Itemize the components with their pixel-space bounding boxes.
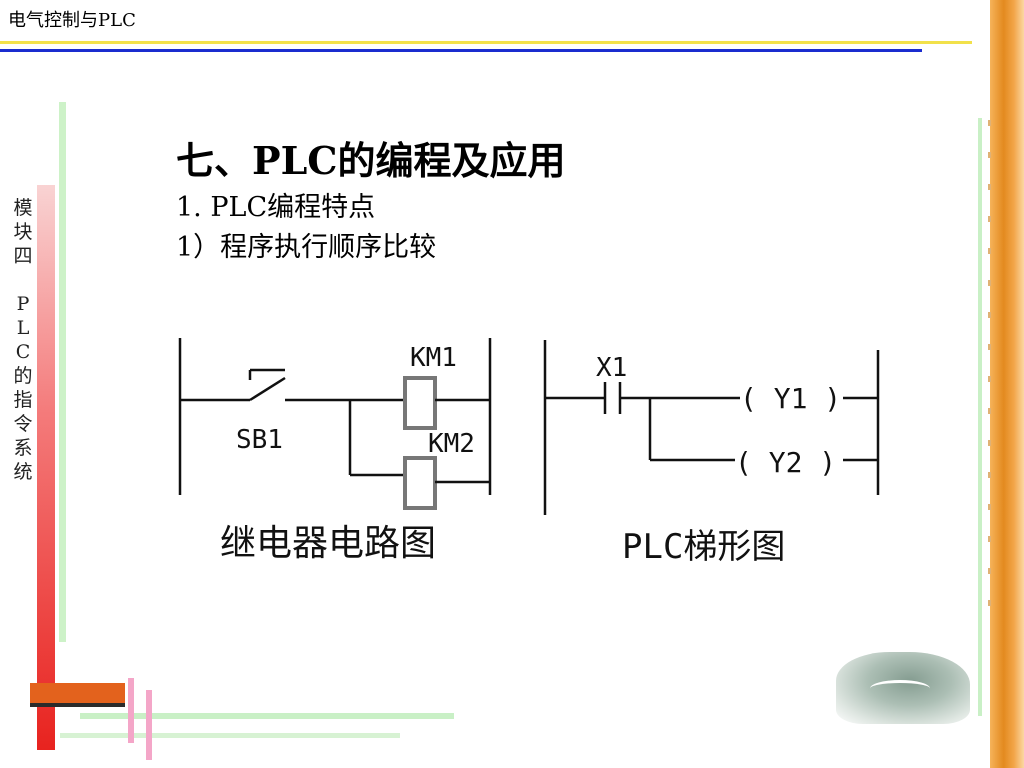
sidebar-gap (8, 268, 38, 292)
sidebar-char: 模 (13, 197, 33, 219)
label-sb1: SB1 (236, 425, 283, 455)
coil-km2 (403, 456, 437, 510)
decor-pink-line (128, 678, 134, 743)
sidebar-char: C (15, 341, 31, 363)
sidebar-char: 令 (13, 413, 33, 435)
plc-ladder-diagram (543, 340, 880, 515)
relay-circuit-diagram (178, 338, 492, 510)
label-km1: KM1 (410, 343, 457, 373)
header-yellow-line (0, 41, 972, 44)
right-dot-decoration (984, 120, 994, 680)
header-title: 电气控制与PLC (8, 10, 136, 31)
decor-green-line (60, 733, 400, 738)
decor-pink-line (146, 690, 152, 760)
sidebar-char: 统 (13, 461, 33, 483)
right-green-line (978, 118, 982, 716)
plc-diagram-caption: PLC梯形图 (622, 527, 785, 567)
decor-green-line (80, 713, 454, 719)
sidebar-char: 指 (13, 389, 33, 411)
label-km2: KM2 (428, 429, 475, 459)
left-green-line (59, 102, 66, 642)
sidebar-char: 四 (13, 245, 33, 267)
label-y1: ( Y1 ) (740, 382, 841, 415)
sidebar-char: L (16, 317, 30, 339)
sidebar-module-label: 模 块 四 P L C 的 指 令 系 统 (8, 196, 38, 484)
sidebar-char: 的 (13, 365, 33, 387)
relay-diagram-caption: 继电器电路图 (220, 523, 436, 564)
sidebar-char: 块 (13, 221, 33, 243)
right-orange-bar (990, 0, 1024, 768)
left-red-bar (37, 185, 55, 750)
sidebar-char: 系 (13, 437, 33, 459)
pushbutton-contact (249, 376, 286, 402)
header-blue-line (0, 49, 922, 52)
section-point: 1）程序执行顺序比较 (176, 232, 437, 263)
label-y2: ( Y2 ) (735, 446, 836, 479)
sidebar-char: P (16, 293, 30, 315)
label-x1: X1 (596, 353, 627, 383)
coil-km1 (403, 376, 437, 430)
circuit-diagrams: SB1 KM1 KM2 继电器电路图 X1 ( Y1 ) ( Y2 ) PLC梯… (178, 338, 880, 567)
slide-title: 七、PLC的编程及应用 (176, 138, 566, 183)
bridge-icon (870, 680, 930, 697)
section-heading: 1. PLC编程特点 (176, 192, 376, 223)
decor-orange-block (30, 683, 125, 707)
